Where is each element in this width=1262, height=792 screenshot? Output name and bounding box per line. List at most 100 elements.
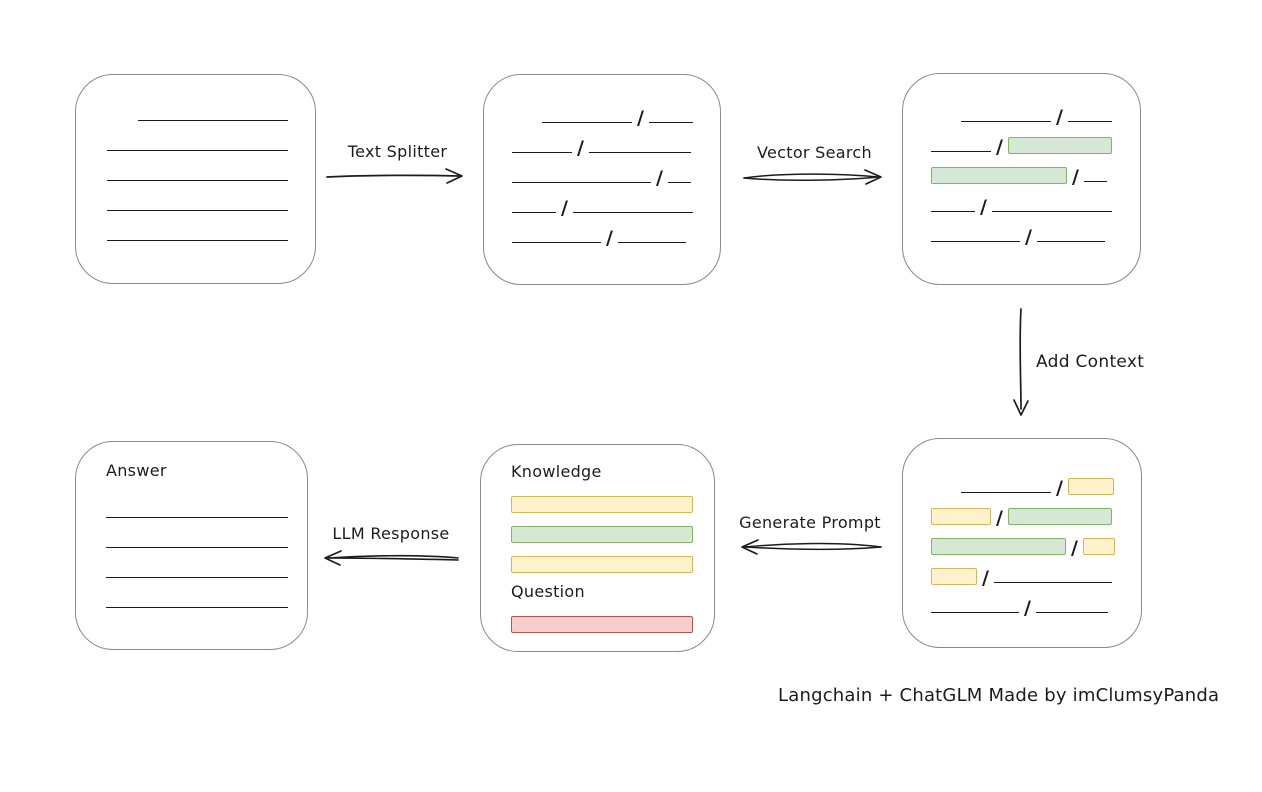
slash-separator: / [1025,226,1032,248]
segment-row: / [512,185,696,219]
question-label: Question [511,582,585,601]
line-segment [1036,241,1105,242]
segment-row: / [931,184,1116,217]
answer-label: Answer [106,461,167,480]
line-segment [138,120,288,121]
vector-result-lines: ///// [903,74,1140,248]
document-box [75,74,316,284]
yellow-segment [931,508,991,525]
answer-box: Answer [75,441,308,650]
vector-search-arrow: Vector Search [742,143,887,189]
slash-separator: / [1056,106,1063,128]
segment-row [106,520,288,550]
knowledge-label: Knowledge [511,462,602,481]
line-segment [107,240,288,241]
line-segment [667,182,691,183]
line-segment [931,151,991,152]
vector-result-box: ///// [902,73,1141,285]
segment-row [511,483,693,513]
line-segment [648,122,693,123]
document-lines [76,75,315,243]
slash-separator: / [1056,477,1063,499]
split-text-lines: ///// [484,75,720,248]
line-segment [106,517,288,518]
answer-lines [106,490,288,610]
line-segment [931,211,975,212]
line-segment [107,210,288,211]
red-segment [511,616,693,633]
context-box: ///// [902,438,1142,648]
llm-response-label: LLM Response [332,524,450,543]
slash-separator: / [1024,597,1031,619]
line-segment [542,122,632,123]
slash-separator: / [1072,166,1079,188]
line-segment [512,242,601,243]
segment-row: / [931,495,1117,529]
knowledge-bars [511,483,693,573]
slash-separator: / [1071,537,1078,559]
segment-row [511,513,693,543]
line-segment [617,242,686,243]
prompt-box: Knowledge Question [480,444,715,652]
yellow-segment [1067,478,1114,495]
line-segment [107,150,288,151]
answer-content: Answer [76,442,307,610]
slash-separator: / [561,197,568,219]
line-segment [931,612,1019,613]
line-segment [572,212,693,213]
segment-row [511,543,693,573]
segment-row: / [961,94,1116,128]
slash-separator: / [996,507,1003,529]
segment-row [107,183,289,213]
yellow-segment [511,556,693,573]
vector-search-label: Vector Search [757,143,872,162]
text-splitter-label: Text Splitter [347,142,448,161]
green-segment [1007,137,1112,154]
segment-row: / [931,154,1116,188]
line-segment [512,182,651,183]
line-segment [1035,612,1108,613]
yellow-segment [1082,538,1115,555]
segment-row: / [961,465,1117,499]
line-segment [107,180,288,181]
down-arrow-icon [1013,308,1029,416]
segment-row: / [931,214,1116,248]
llm-response-arrow: LLM Response [320,524,462,570]
green-segment [511,526,693,543]
yellow-segment [931,568,977,585]
generate-prompt-arrow: Generate Prompt [735,513,885,559]
add-context-label: Add Context [1036,352,1145,372]
segment-row [138,93,289,123]
context-lines: ///// [903,439,1141,619]
left-arrow-icon [741,539,882,555]
line-segment [106,547,288,548]
green-segment [931,538,1066,555]
left-arrow-icon [324,550,459,566]
segment-row: / [512,215,696,248]
segment-row: / [931,525,1117,559]
segment-row [106,550,288,580]
line-segment [961,492,1051,493]
line-segment [1067,121,1112,122]
line-segment [1083,181,1107,182]
text-splitter-arrow: Text Splitter [325,142,470,188]
line-segment [512,152,572,153]
line-segment [961,121,1051,122]
line-segment [512,212,556,213]
green-segment [1007,508,1112,525]
segment-row: / [512,155,696,189]
segment-row: / [931,585,1117,619]
segment-row [107,213,289,243]
line-segment [931,241,1020,242]
line-segment [993,582,1112,583]
split-text-box: ///// [483,74,721,285]
generate-prompt-label: Generate Prompt [739,513,881,532]
right-arrow-icon [326,168,463,184]
slash-separator: / [637,107,644,129]
segment-row [106,490,288,520]
green-segment [931,167,1067,184]
attribution-caption: Langchain + ChatGLM Made by imClumsyPand… [778,685,1220,706]
segment-row: / [931,555,1117,588]
slash-separator: / [656,167,663,189]
